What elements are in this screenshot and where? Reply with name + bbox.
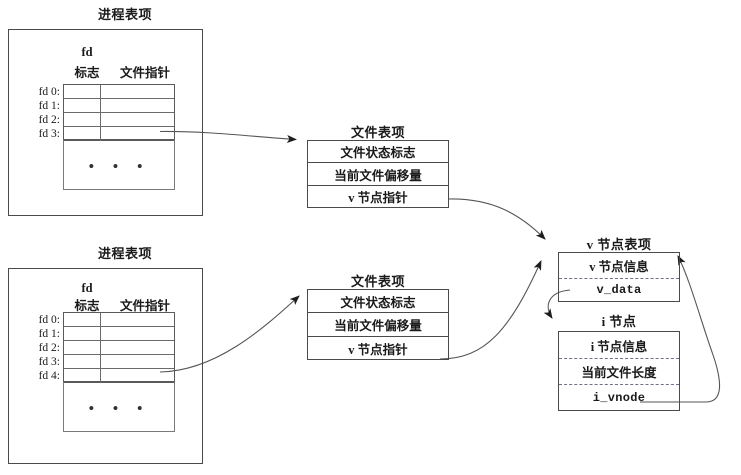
process-table-2-header-fd: fd	[81, 281, 93, 295]
ellipsis: • • •	[88, 157, 150, 176]
vnode-table-box: v 节点信息 v_data	[558, 252, 680, 302]
inode-table-box: i 节点信息 当前文件长度 i_vnode	[558, 331, 680, 411]
process-table-1-header-flags: 标志	[74, 66, 100, 80]
process-table-2-fd-grid	[63, 312, 175, 383]
process-table-2-box	[8, 268, 203, 464]
fd-label-0: fd 0:	[38, 314, 60, 326]
table-row[interactable]	[64, 355, 174, 369]
fd-label-1: fd 1:	[38, 100, 60, 112]
wire-fd4-to-filetable2	[159, 295, 300, 373]
process-table-1-fd-grid	[63, 84, 175, 141]
wire-filetable2-to-vnode	[439, 260, 542, 360]
inode-ivnode-cell[interactable]: i_vnode	[592, 390, 646, 405]
fd-label-3: fd 3:	[38, 356, 60, 368]
file-table-2-box: 文件状态标志 当前文件偏移量 v 节点指针	[307, 289, 449, 360]
table-row[interactable]	[64, 99, 174, 113]
file-table-2-caption: 文件表项	[350, 274, 405, 289]
vnode-pointer-cell[interactable]: v 节点指针	[348, 342, 408, 357]
process-table-1-overflow-area: • • •	[63, 140, 175, 190]
fd-label-1: fd 1:	[38, 328, 60, 340]
fd-label-2: fd 2:	[38, 342, 60, 354]
vnode-info-cell[interactable]: v 节点信息	[559, 253, 679, 279]
file-table-1-box: 文件状态标志 当前文件偏移量 v 节点指针	[307, 140, 449, 208]
file-table-1-caption: 文件表项	[350, 125, 405, 140]
inode-table-caption: i 节点	[601, 314, 637, 329]
process-table-2-overflow-area: • • •	[63, 382, 175, 432]
current-file-offset-cell[interactable]: 当前文件偏移量	[308, 163, 448, 186]
fd-label-4: fd 4:	[38, 370, 60, 382]
inode-info-cell[interactable]: i 节点信息	[559, 332, 679, 359]
vnode-table-caption: v 节点表项	[586, 237, 652, 252]
file-status-flags-cell[interactable]: 文件状态标志	[308, 290, 448, 313]
wire-vdata-to-inode	[543, 289, 571, 319]
process-table-2-header-flags: 标志	[74, 299, 100, 313]
ellipsis: • • •	[88, 399, 150, 418]
process-table-1-box	[8, 29, 203, 216]
wire-ivnode-to-vnode	[640, 255, 721, 403]
current-file-offset-cell[interactable]: 当前文件偏移量	[308, 313, 448, 337]
process-table-2-caption: 进程表项	[97, 246, 152, 261]
wire-fd3-to-filetable1	[159, 130, 297, 143]
process-table-1-header-pointer: 文件指针	[119, 66, 170, 80]
fd-label-3: fd 3:	[38, 128, 60, 140]
file-status-flags-cell[interactable]: 文件状态标志	[308, 141, 448, 163]
column-divider	[100, 313, 101, 383]
vnode-vdata-cell[interactable]: v_data	[596, 283, 642, 297]
process-table-1-caption: 进程表项	[97, 7, 152, 22]
table-row[interactable]	[64, 313, 174, 327]
table-row[interactable]	[64, 369, 174, 383]
column-divider	[100, 85, 101, 141]
fd-label-0: fd 0:	[38, 86, 60, 98]
fd-label-2: fd 2:	[38, 114, 60, 126]
table-row[interactable]	[64, 85, 174, 99]
table-row[interactable]	[64, 341, 174, 355]
process-table-1-header-fd: fd	[81, 45, 93, 59]
table-row[interactable]	[64, 327, 174, 341]
table-row[interactable]	[64, 113, 174, 127]
process-table-2-header-pointer: 文件指针	[119, 299, 170, 313]
wire-filetable1-to-vnode	[447, 198, 546, 240]
current-file-length-cell[interactable]: 当前文件长度	[559, 359, 679, 385]
table-row[interactable]	[64, 127, 174, 141]
vnode-pointer-cell[interactable]: v 节点指针	[348, 191, 408, 205]
